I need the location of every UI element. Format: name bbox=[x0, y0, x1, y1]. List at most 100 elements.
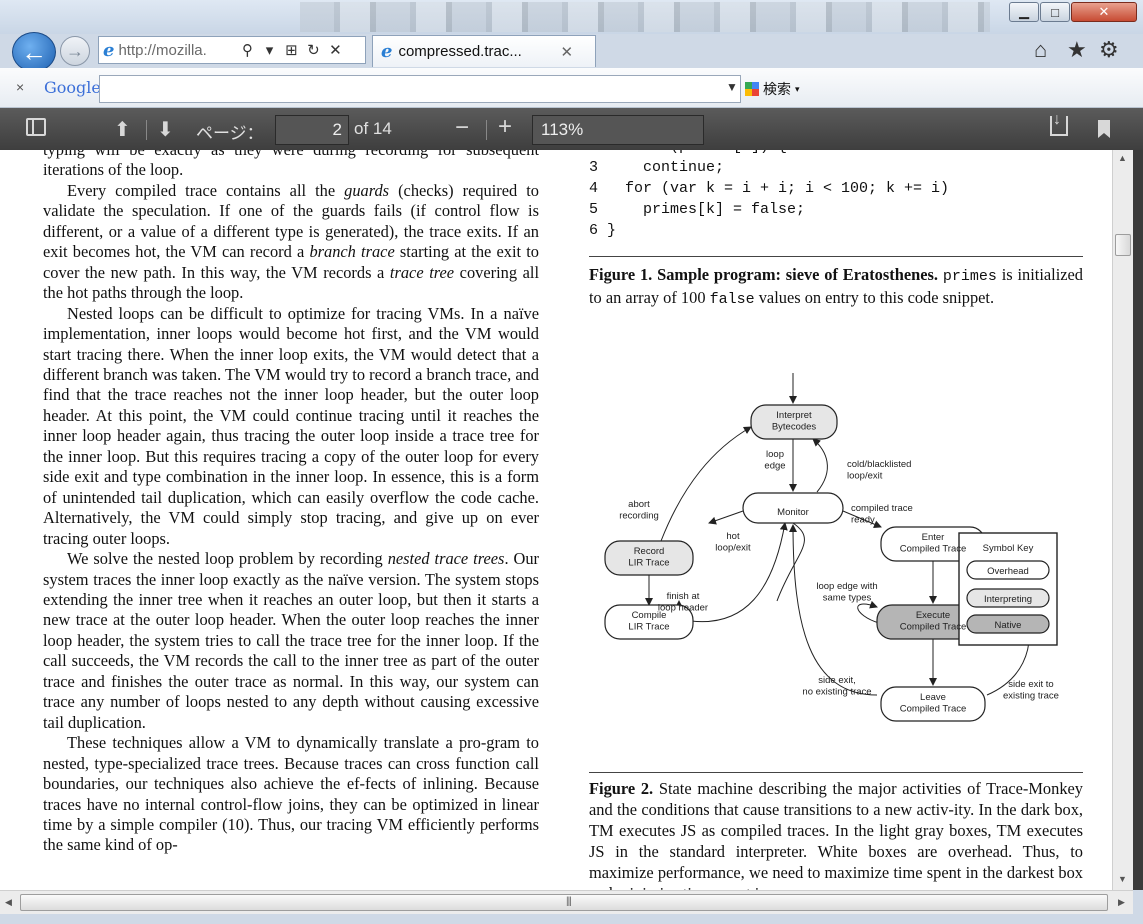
google-search-label: 検索 bbox=[763, 81, 791, 97]
address-url[interactable]: http://mozilla. bbox=[118, 41, 207, 59]
scroll-down-arrow-icon[interactable]: ▼ bbox=[1118, 874, 1127, 884]
figure1-rule bbox=[589, 256, 1083, 257]
edge-label-side-no: side exit,no existing trace bbox=[802, 675, 871, 698]
node-leave bbox=[880, 686, 986, 722]
toolbar-divider bbox=[146, 120, 147, 140]
code-listing: 2 if (primes[i]) { 3 continue; 4 for (var … bbox=[589, 150, 1089, 241]
figure2-caption: Figure 2. State machine describing the m… bbox=[589, 779, 1083, 890]
download-icon[interactable] bbox=[1050, 111, 1068, 136]
node-monitor bbox=[742, 492, 844, 524]
code-line: 5 primes[k] = false; bbox=[589, 201, 806, 218]
code-line: 3 continue; bbox=[589, 159, 725, 176]
horizontal-scrollbar[interactable]: ◀ ||| ▶ bbox=[0, 890, 1133, 914]
code-line: 4 for (var k = i + i; i < 100; k += i) bbox=[589, 180, 950, 197]
symbol-key-title: Symbol Key bbox=[983, 543, 1034, 554]
zoom-select[interactable]: 113% bbox=[532, 115, 704, 145]
symbol-key-item: Interpreting bbox=[984, 594, 1032, 605]
next-page-icon[interactable]: ⬇ bbox=[157, 119, 174, 141]
dropdown-arrow-icon[interactable]: ▾ bbox=[265, 42, 274, 59]
vertical-scrollbar[interactable]: ▲ ▼ bbox=[1112, 150, 1133, 890]
forward-button[interactable]: → bbox=[60, 36, 90, 66]
node-interpret bbox=[750, 404, 838, 440]
refresh-icon[interactable]: ↻ bbox=[307, 42, 320, 59]
left-text-column: typing will be exactly as they were duri… bbox=[43, 150, 539, 856]
symbol-key-item: Native bbox=[995, 620, 1022, 631]
page-number-input[interactable]: 2 bbox=[275, 115, 349, 145]
scroll-right-arrow-icon[interactable]: ▶ bbox=[1118, 897, 1125, 907]
page-label: ページ： bbox=[196, 124, 264, 143]
maximize-button[interactable]: □ bbox=[1040, 2, 1070, 22]
figure1-caption: Figure 1. Sample program: sieve of Erato… bbox=[589, 265, 1084, 308]
toolbar-divider bbox=[486, 120, 487, 140]
vertical-scroll-thumb[interactable] bbox=[1115, 234, 1131, 256]
ie-tab-icon: e bbox=[381, 41, 393, 62]
code-line: 2 if (primes[i]) { bbox=[589, 150, 1089, 157]
search-icon[interactable]: ⚲ bbox=[241, 42, 253, 59]
tab-compressed-tracemonkey[interactable]: e compressed.trac... ✕ bbox=[372, 35, 596, 67]
tab-close-icon[interactable]: ✕ bbox=[560, 43, 574, 61]
node-compile bbox=[604, 604, 694, 640]
pdf-toolbar: ⬆ ⬇ ページ： 2 of 14 − + 113% bbox=[0, 108, 1143, 150]
sidebar-toggle-icon[interactable] bbox=[26, 118, 46, 136]
node-label-monitor: Monitor bbox=[777, 507, 809, 518]
window-titlebar: ▁ □ ✕ bbox=[0, 0, 1143, 34]
chevron-down-icon[interactable]: ▼ bbox=[726, 80, 738, 94]
google-search-icon bbox=[745, 82, 759, 96]
google-toolbar-close-icon[interactable]: × bbox=[16, 79, 25, 95]
window-bottom-border bbox=[0, 914, 1143, 924]
home-icon[interactable]: ⌂ bbox=[1034, 37, 1048, 62]
body-paragraph: Every compiled trace contains all the gu… bbox=[43, 180, 539, 303]
stop-icon[interactable]: ✕ bbox=[329, 42, 342, 59]
minimize-button[interactable]: ▁ bbox=[1009, 2, 1039, 22]
figure2-rule bbox=[589, 772, 1083, 773]
gear-icon[interactable]: ⚙ bbox=[1099, 37, 1119, 62]
code-line: 6 } bbox=[589, 222, 617, 239]
google-logo: Google bbox=[44, 78, 101, 97]
horizontal-scroll-thumb[interactable]: ||| bbox=[20, 894, 1108, 911]
page-total: of 14 bbox=[354, 119, 392, 138]
scroll-left-arrow-icon[interactable]: ◀ bbox=[5, 897, 12, 907]
body-paragraph: typing will be exactly as they were duri… bbox=[43, 150, 539, 180]
key-interpreting bbox=[966, 588, 1050, 608]
taskbar-thumbnails bbox=[300, 2, 990, 32]
close-window-button[interactable]: ✕ bbox=[1071, 2, 1137, 22]
node-record bbox=[604, 540, 694, 576]
pdf-page: typing will be exactly as they were duri… bbox=[0, 150, 1112, 890]
previous-page-icon[interactable]: ⬆ bbox=[114, 119, 131, 141]
zoom-out-icon[interactable]: − bbox=[455, 114, 470, 141]
body-paragraph: Nested loops can be difficult to optimiz… bbox=[43, 303, 539, 548]
back-button[interactable]: ← bbox=[12, 32, 56, 72]
bookmark-icon[interactable] bbox=[1098, 120, 1110, 138]
body-paragraph: We solve the nested loop problem by reco… bbox=[43, 549, 540, 732]
symbol-key-item: Overhead bbox=[987, 566, 1029, 577]
address-bar[interactable]: e http://mozilla. ⚲ ▾ ⊞ ↻ ✕ bbox=[98, 36, 366, 64]
tab-title: compressed.trac... bbox=[398, 43, 522, 60]
key-native bbox=[966, 614, 1050, 634]
chevron-down-icon: ▾ bbox=[795, 83, 800, 94]
body-paragraph: These techniques allow a VM to dynamical… bbox=[43, 733, 539, 855]
scroll-grip-icon: ||| bbox=[566, 896, 572, 907]
key-overhead bbox=[966, 560, 1050, 580]
ie-page-icon: e bbox=[103, 39, 115, 61]
google-search-input[interactable] bbox=[99, 75, 741, 103]
compatibility-view-icon[interactable]: ⊞ bbox=[285, 42, 298, 59]
google-search-button[interactable]: 検索 ▾ bbox=[745, 75, 815, 103]
zoom-in-icon[interactable]: + bbox=[498, 113, 513, 140]
scroll-up-arrow-icon[interactable]: ▲ bbox=[1118, 153, 1127, 163]
pdf-viewport[interactable]: typing will be exactly as they were duri… bbox=[0, 150, 1143, 890]
favorites-star-icon[interactable]: ★ bbox=[1067, 37, 1087, 62]
